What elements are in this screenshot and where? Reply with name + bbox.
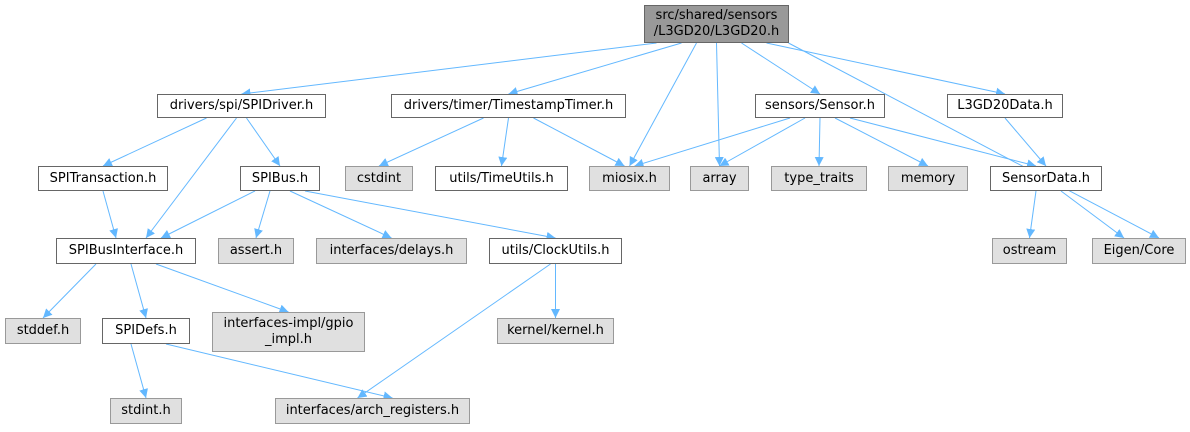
node-gpio-impl-line1: interfaces-impl/gpio	[223, 316, 354, 331]
edge-spi-bus-to-clock-utils	[304, 190, 556, 241]
node-stdint[interactable]: stdint.h	[110, 398, 182, 424]
node-spi-transaction[interactable]: SPITransaction.h	[38, 166, 168, 191]
node-eigen-core[interactable]: Eigen/Core	[1092, 238, 1186, 264]
edge-sensor-data-to-eigen-core	[1060, 190, 1125, 239]
edge-spi-defs-to-stdint	[130, 343, 148, 399]
node-root-line1: src/shared/sensors	[655, 8, 778, 23]
node-array[interactable]: array	[690, 166, 749, 191]
node-spi-defs[interactable]: SPIDefs.h	[102, 318, 190, 344]
edge-spi-bus-to-assert	[254, 190, 271, 239]
edge-root-to-timestamp-timer	[508, 42, 682, 96]
node-spi-bus-interface[interactable]: SPIBusInterface.h	[56, 238, 196, 264]
node-delays[interactable]: interfaces/delays.h	[316, 238, 467, 264]
node-spi-bus[interactable]: SPIBus.h	[240, 166, 320, 191]
node-sensor-data[interactable]: SensorData.h	[990, 166, 1102, 191]
node-assert[interactable]: assert.h	[218, 238, 294, 264]
node-sensor[interactable]: sensors/Sensor.h	[755, 94, 885, 118]
edge-sensor-to-miosix	[634, 117, 791, 168]
edge-root-to-l3gd20-data	[766, 42, 1006, 97]
edge-spi-driver-to-spi-transaction	[102, 117, 207, 167]
edge-root-to-spi-driver	[241, 42, 657, 98]
node-l3gd20-data[interactable]: L3GD20Data.h	[947, 94, 1063, 118]
node-gpio-impl[interactable]: interfaces-impl/gpio _impl.h	[212, 312, 365, 352]
edge-root-to-sensor	[741, 42, 821, 95]
node-arch-registers[interactable]: interfaces/arch_registers.h	[275, 398, 470, 424]
node-root-line2: /L3GD20/L3GD20.h	[653, 24, 780, 39]
edge-l3gd20-data-to-sensor-data	[1004, 117, 1047, 167]
edge-root-to-miosix	[629, 42, 697, 167]
node-type-traits[interactable]: type_traits	[771, 166, 867, 191]
edge-spi-bus-interface-to-gpio-impl	[155, 263, 289, 314]
edge-timestamp-timer-to-cstdint	[378, 117, 484, 167]
edge-sensor-to-sensor-data	[849, 117, 1037, 169]
node-kernel[interactable]: kernel/kernel.h	[497, 318, 614, 344]
edge-root-to-eigen-core	[788, 42, 1160, 239]
edge-spi-bus-interface-to-spi-defs	[130, 263, 148, 319]
node-miosix[interactable]: miosix.h	[589, 166, 670, 191]
node-gpio-impl-line2: _impl.h	[264, 332, 312, 347]
node-ostream[interactable]: ostream	[992, 238, 1067, 264]
edge-spi-defs-to-arch-registers	[165, 343, 393, 401]
edge-spi-bus-interface-to-stddef	[42, 263, 97, 319]
edge-spi-transaction-to-spi-bus-interface	[102, 190, 118, 239]
node-timestamp-timer[interactable]: drivers/timer/TimestampTimer.h	[391, 94, 626, 118]
node-root-l3gd20[interactable]: src/shared/sensors /L3GD20/L3GD20.h	[644, 5, 789, 43]
edge-spi-bus-to-delays	[289, 190, 392, 239]
node-clock-utils[interactable]: utils/ClockUtils.h	[489, 238, 622, 264]
node-spi-driver[interactable]: drivers/spi/SPIDriver.h	[157, 94, 326, 118]
edge-timestamp-timer-to-time-utils	[498, 117, 509, 167]
edge-spi-driver-to-spi-bus-interface	[145, 117, 237, 239]
edge-sensor-to-array	[719, 117, 806, 167]
edge-spi-bus-to-spi-bus-interface	[160, 190, 256, 239]
edge-timestamp-timer-to-miosix	[533, 117, 625, 167]
edge-sensor-data-to-ostream	[1026, 190, 1037, 239]
edge-root-to-array	[714, 42, 724, 167]
node-memory[interactable]: memory	[888, 166, 968, 191]
node-cstdint[interactable]: cstdint	[345, 166, 413, 191]
node-stddef[interactable]: stddef.h	[5, 318, 81, 344]
edge-sensor-to-type-traits	[814, 117, 824, 167]
node-time-utils[interactable]: utils/TimeUtils.h	[435, 166, 568, 191]
edge-clock-utils-to-arch-registers	[357, 263, 551, 399]
edge-spi-driver-to-spi-bus	[246, 117, 281, 167]
edge-sensor-to-memory	[834, 117, 929, 167]
